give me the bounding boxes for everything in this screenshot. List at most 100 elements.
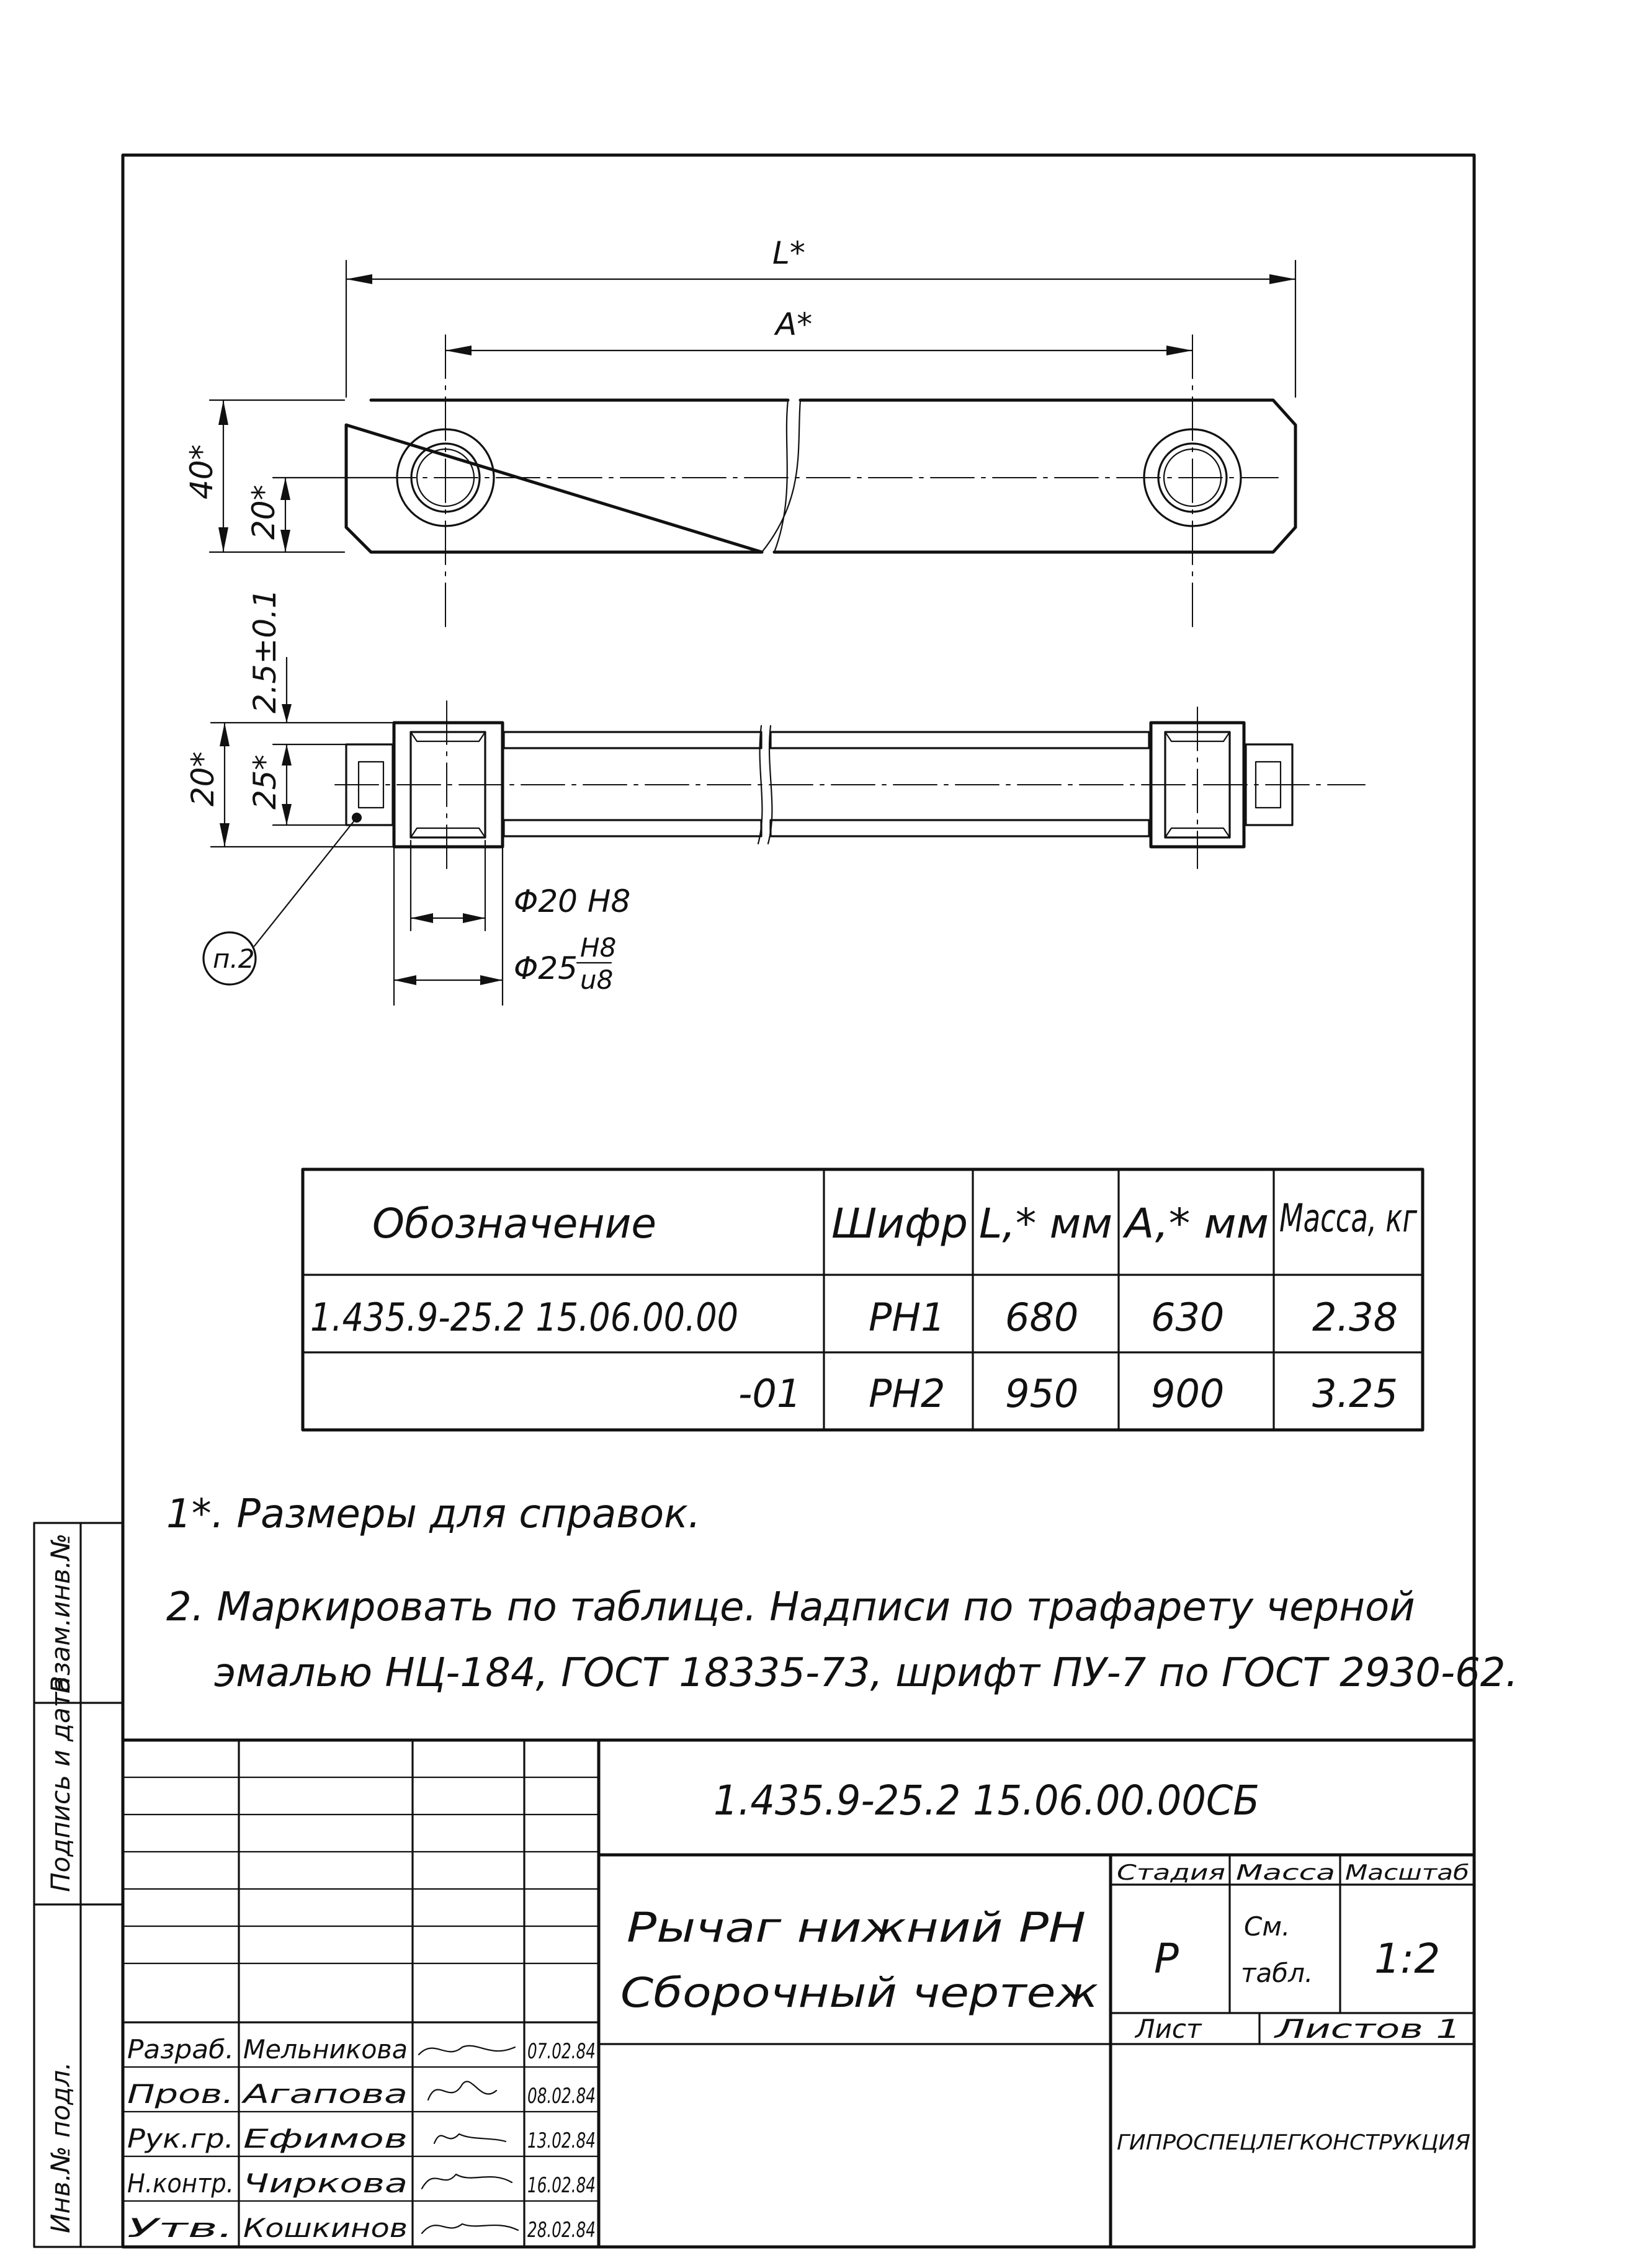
spec-row1-L: 680	[1005, 1295, 1078, 1340]
role-developer: Разраб.	[127, 2034, 234, 2065]
arrow-L-left	[346, 274, 372, 284]
tube-wall-top-left	[503, 731, 763, 749]
arrow-d25-left	[394, 975, 416, 985]
name-approver: Кошкинов	[243, 2213, 408, 2243]
break-line-side	[757, 725, 773, 845]
dim-fit-top: H8	[580, 932, 616, 963]
callout-circle	[202, 931, 257, 986]
spec-header-L: L,* мм	[979, 1200, 1112, 1248]
note-2-cont: эмалью НЦ-184, ГОСТ 18335-73, шрифт ПУ-7…	[214, 1650, 1518, 1696]
dim-fit-bottom: u8	[580, 965, 613, 995]
role-checker: Пров.	[127, 2079, 234, 2109]
spec-row1-mass: 2.38	[1312, 1295, 1398, 1340]
mass-value-line1: См.	[1244, 1911, 1290, 1942]
arrow-20-bottom	[280, 530, 290, 552]
stage-value: Р	[1154, 1935, 1179, 1983]
dim-label-d20: Φ20 H8	[514, 883, 630, 919]
sheet-label: Лист	[1134, 2014, 1202, 2044]
organization-name: ГИПРОСПЕЦЛЕГКОНСТРУКЦИЯ	[1117, 2130, 1470, 2155]
spec-row2-L: 950	[1005, 1371, 1078, 1416]
dim-label-L: L*	[772, 235, 805, 271]
name-group-head: Ефимов	[243, 2123, 408, 2154]
spec-row1-A: 630	[1151, 1295, 1224, 1340]
callout-dot	[352, 813, 362, 823]
col-stage-label: Стадия	[1117, 1860, 1225, 1885]
spec-row2-A: 900	[1151, 1371, 1224, 1416]
product-name: Рычаг нижний PH	[627, 1904, 1086, 1952]
tube-wall-top-right	[769, 731, 1150, 749]
spec-row2-mass: 3.25	[1312, 1371, 1398, 1416]
note-1: 1*. Размеры для справок.	[166, 1491, 700, 1537]
signature-group-head	[433, 2133, 507, 2145]
side-stamp-replace: Взам.инв.№	[45, 1534, 76, 1694]
side-stamp-frame	[33, 1522, 124, 2248]
arrow-25-top	[282, 744, 292, 766]
left-bushing-chamfers	[409, 731, 486, 839]
name-developer: Мельникова	[243, 2034, 408, 2065]
tube-wall-bottom-left	[503, 819, 763, 837]
date-developer: 07.02.84	[527, 2039, 596, 2064]
side-stamp-inv: Инв.№ подл.	[45, 2062, 76, 2233]
signature-checker	[427, 2081, 498, 2101]
name-norm-control: Чиркова	[243, 2168, 408, 2199]
note-2: 2. Маркировать по таблице. Надписи по тр…	[166, 1584, 1415, 1630]
dim-label-A: A*	[774, 306, 812, 342]
dim-label-side-20: 20*	[185, 751, 221, 806]
role-norm-control: Н.контр.	[127, 2168, 234, 2199]
signature-developer	[418, 2045, 516, 2056]
arrow-20-top	[280, 478, 290, 500]
spec-row1-designation: 1.435.9-25.2 15.06.00.00	[310, 1295, 738, 1340]
arrow-40-top	[218, 400, 228, 425]
arrow-d20-left	[411, 913, 433, 923]
notes: 1*. Размеры для справок. 2. Маркировать …	[166, 1491, 1518, 1696]
name-checker: Агапова	[241, 2079, 408, 2109]
side-stamp-signature: Подпись и дата	[45, 1676, 76, 1892]
signature-approver	[421, 2223, 519, 2235]
spec-table: Обозначение Шифр L,* мм A,* мм Масса, кг…	[301, 1167, 1425, 1432]
arrow-25-bottom	[282, 804, 292, 825]
scale-value: 1:2	[1374, 1935, 1440, 1983]
spec-table-frame	[301, 1167, 1425, 1432]
callout-leader	[253, 816, 358, 947]
mass-value-line2: табл.	[1241, 1958, 1313, 1988]
arrow-d20-right	[463, 913, 485, 923]
doc-code: 1.435.9-25.2 15.06.00.00СБ	[713, 1777, 1259, 1824]
top-view: L* A* 40* 20*	[184, 235, 1297, 627]
arrow-40-bottom	[218, 527, 228, 552]
spec-row2-code: PH2	[869, 1371, 945, 1416]
spec-row2-designation: -01	[738, 1371, 801, 1416]
title-block: Разраб. Мельникова 07.02.84 Пров. Агапов…	[121, 1738, 1476, 2249]
arrow-d25-right	[480, 975, 503, 985]
arrow-A-right	[1166, 346, 1192, 355]
dim-label-tol: 2.5±0.1	[247, 589, 283, 713]
dim-label-25: 25*	[247, 754, 283, 810]
arrow-side20-bottom	[220, 823, 230, 847]
spec-header-A: A,* мм	[1122, 1200, 1269, 1248]
side-stamp: Инв.№ подл. Подпись и дата Взам.инв.№	[33, 1522, 124, 2248]
dim-label-20: 20*	[246, 484, 282, 540]
spec-row1-code: PH1	[869, 1295, 945, 1340]
date-approver: 28.02.84	[527, 2218, 596, 2243]
arrow-tol	[282, 704, 292, 723]
dim-label-40: 40*	[184, 444, 220, 499]
arrow-L-right	[1269, 274, 1295, 284]
date-group-head: 13.02.84	[527, 2128, 596, 2153]
break-line-top	[761, 399, 802, 553]
drawing-type: Сборочный чертеж	[620, 1969, 1098, 2017]
spec-header-designation: Обозначение	[372, 1200, 656, 1248]
sheet-frame	[121, 153, 1476, 2249]
date-norm-control: 16.02.84	[527, 2173, 596, 2198]
col-mass-label: Масса	[1236, 1860, 1335, 1885]
sheets-label: Листов 1	[1273, 2014, 1461, 2044]
lever-outline-top	[344, 398, 1297, 554]
callout-label: п.2	[213, 944, 255, 974]
tube-wall-bottom-right	[769, 819, 1150, 837]
dim-label-d25: Φ25	[514, 950, 578, 986]
spec-header-mass: Масса, кг	[1279, 1195, 1417, 1241]
col-scale-label: Масштаб	[1345, 1860, 1469, 1885]
date-checker: 08.02.84	[527, 2084, 596, 2109]
role-approver: Утв.	[127, 2213, 234, 2243]
arrow-A-left	[445, 346, 472, 355]
